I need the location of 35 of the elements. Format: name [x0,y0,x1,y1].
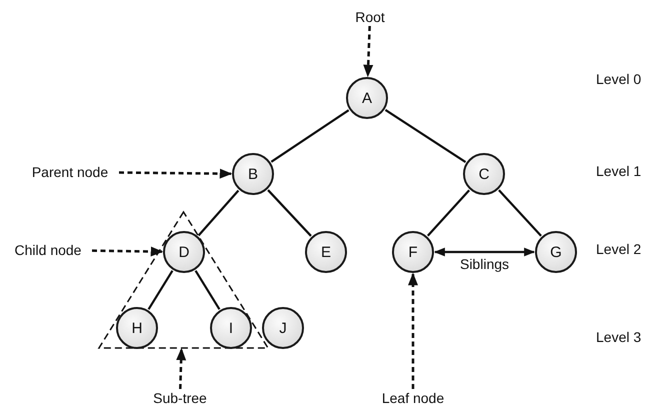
leader-arrow [118,168,232,179]
tree-edge [498,189,542,237]
tree-node-circle: I [210,307,252,349]
tree-node-circle: G [535,231,577,273]
subtree-outline [98,211,269,349]
annotation-text: Sub-tree [148,389,212,407]
level-label: Level 2 [596,241,642,257]
level-label: Level 0 [596,71,642,87]
tree-node-circle: F [392,231,434,273]
tree-node-circle: D [163,231,205,273]
annotation-text: Parent node [21,163,119,181]
tree-node-circle: J [262,307,304,349]
leader-arrow [363,26,374,78]
leader-arrow [408,272,418,389]
tree-edge [267,189,312,237]
tree-node-circle: E [305,231,347,273]
edge-label: Siblings [458,256,510,272]
tree-edge [384,109,466,163]
tree-edge [198,190,240,236]
leader-arrow [92,246,164,256]
annotation-text: Leaf node [376,389,450,407]
annotation-text: Root [350,8,390,26]
annotation-text: Child node [4,241,92,259]
tree-edge [194,270,220,310]
tree-edge [270,109,350,163]
tree-edge [148,270,174,310]
tree-node-circle: B [232,153,274,195]
level-label: Level 3 [596,329,642,345]
level-label: Level 1 [596,163,642,179]
tree-node-circle: A [346,77,388,119]
leader-arrow [176,348,186,390]
tree-node-circle: H [116,307,158,349]
arrow [434,248,536,256]
tree-edge [427,190,470,236]
tree-node-circle: C [463,153,505,195]
